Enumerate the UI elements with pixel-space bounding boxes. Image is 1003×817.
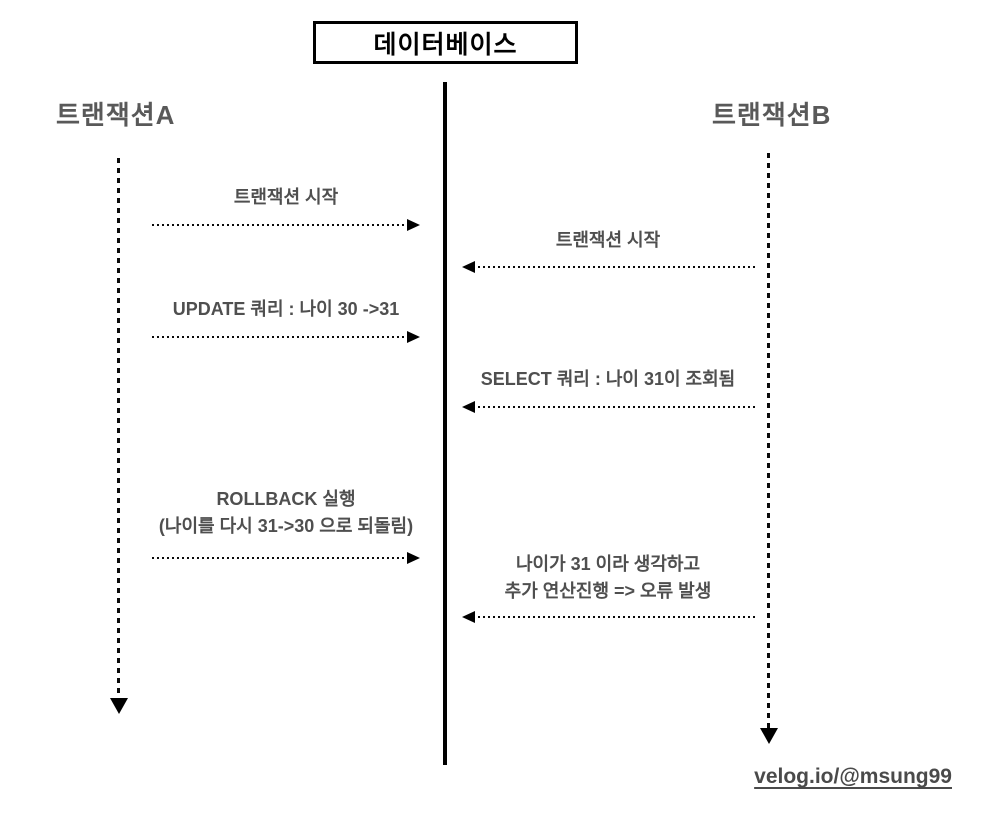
arrow-right-icon — [407, 552, 420, 564]
arrow-right-icon — [407, 219, 420, 231]
actor-transaction-b: 트랜잭션B — [712, 100, 832, 130]
message-arrow — [152, 219, 420, 231]
message-label-line2: (나이를 다시 31->30 으로 되돌림) — [158, 516, 414, 536]
actor-transaction-a: 트랜잭션A — [56, 100, 176, 130]
arrow-down-icon — [110, 698, 128, 714]
message-label-line2: 추가 연산진행 => 오류 발생 — [504, 581, 712, 601]
arrow-left-icon — [462, 611, 475, 623]
database-lifeline — [443, 82, 447, 765]
message-label-line1: 나이가 31 이라 생각하고 — [515, 554, 701, 574]
dotted-line — [473, 616, 756, 618]
message-label: 나이가 31 이라 생각하고 추가 연산진행 => 오류 발생 — [458, 551, 758, 605]
credit-link: velog.io/@msung99 — [754, 765, 952, 788]
message-arrow — [462, 611, 756, 623]
lifeline-transaction-b — [767, 153, 770, 728]
arrow-down-icon — [760, 728, 778, 744]
lifeline-transaction-a — [117, 158, 120, 698]
message-label: ROLLBACK 실행 (나이를 다시 31->30 으로 되돌림) — [140, 486, 432, 540]
database-title-box: 데이터베이스 — [313, 21, 578, 64]
dotted-line — [152, 336, 409, 338]
message-arrow — [462, 261, 756, 273]
message-label: SELECT 쿼리 : 나이 31이 조회됨 — [480, 369, 736, 389]
arrow-left-icon — [462, 261, 475, 273]
dotted-line — [152, 557, 409, 559]
dotted-line — [152, 224, 409, 226]
message-arrow — [152, 552, 420, 564]
arrow-left-icon — [462, 401, 475, 413]
dotted-line — [473, 266, 756, 268]
message-arrow — [152, 331, 420, 343]
message-arrow — [462, 401, 756, 413]
message-label: 트랜잭션 시작 — [555, 230, 661, 250]
database-title: 데이터베이스 — [373, 30, 518, 59]
dotted-line — [473, 406, 756, 408]
message-label: 트랜잭션 시작 — [233, 187, 339, 207]
arrow-right-icon — [407, 331, 420, 343]
message-label-line1: ROLLBACK 실행 — [216, 489, 356, 509]
message-label: UPDATE 쿼리 : 나이 30 ->31 — [172, 299, 400, 319]
